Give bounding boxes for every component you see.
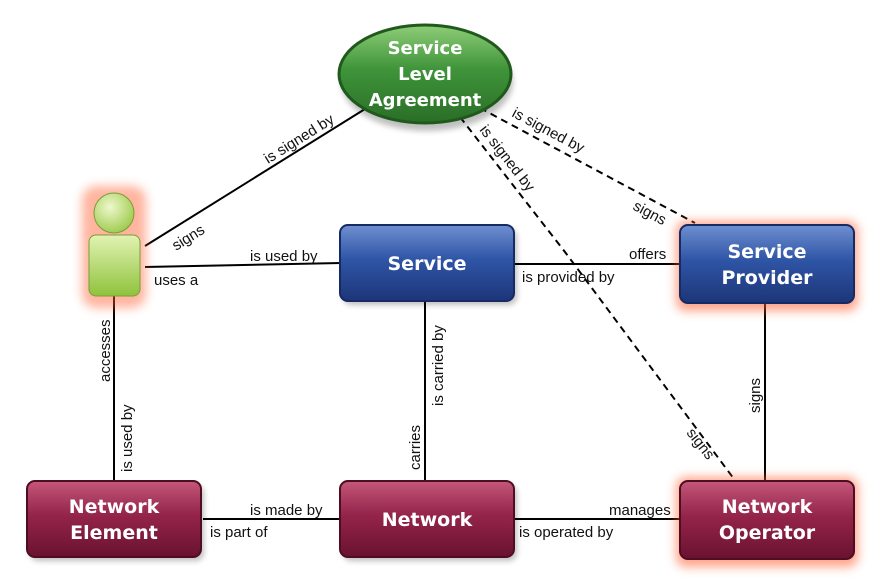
service-provider-line-2: Provider (721, 267, 813, 289)
label-user-element-right: is used by (119, 404, 136, 472)
edge-labels: is signed by signs is signed by signs is… (97, 105, 764, 541)
sla-line-3: Agreement (369, 90, 482, 111)
label-sla-operator-top: is signed by (476, 122, 538, 195)
network-element-line-1: Network (69, 496, 160, 518)
label-network-operator-bottom: is operated by (519, 524, 614, 541)
sla-line-1: Service (388, 38, 463, 59)
person-icon (88, 192, 141, 297)
label-network-operator-top: manages (609, 502, 671, 519)
label-sla-operator-bottom: signs (683, 425, 718, 463)
label-user-service-bottom: uses a (154, 272, 199, 289)
edge-user-sla (144, 103, 374, 247)
label-service-provider-bottom: is provided by (522, 269, 615, 286)
label-element-network-top: is made by (250, 502, 323, 519)
label-sla-provider-top: is signed by (509, 105, 587, 157)
network-element-line-2: Element (70, 522, 158, 544)
user-node[interactable] (82, 186, 146, 308)
sla-line-2: Level (398, 64, 452, 85)
service-provider-line-1: Service (728, 241, 807, 263)
service-node[interactable]: Service (339, 224, 517, 305)
network-operator-node[interactable]: Network Operator (676, 477, 858, 567)
label-service-network-left: carries (407, 425, 424, 470)
edge-sla-operator (459, 116, 735, 480)
network-operator-line-1: Network (722, 496, 813, 518)
edge-user-service (144, 262, 342, 268)
network-node[interactable]: Network (339, 480, 517, 561)
label-service-network-right: is carried by (430, 325, 447, 406)
label-user-element-left: accesses (97, 319, 114, 382)
label-user-sla-top: is signed by (261, 111, 338, 168)
network-operator-line-2: Operator (719, 522, 816, 544)
service-provider-node[interactable]: Service Provider (676, 221, 858, 311)
label-provider-operator: signs (747, 378, 764, 413)
network-element-node[interactable]: Network Element (26, 480, 204, 561)
edges (113, 103, 766, 520)
network-label: Network (382, 509, 473, 531)
label-service-provider-top: offers (629, 246, 666, 263)
sla-node[interactable]: Service Level Agreement (337, 23, 513, 131)
edge-sla-provider (479, 107, 696, 224)
label-user-service-top: is used by (250, 248, 318, 265)
label-element-network-bottom: is part of (210, 524, 268, 541)
label-sla-provider-bottom: signs (630, 198, 669, 229)
service-label: Service (388, 253, 467, 275)
